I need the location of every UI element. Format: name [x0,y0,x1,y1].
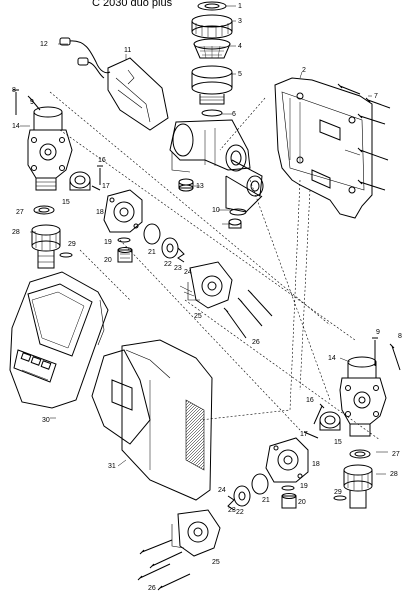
part-number-label: 9 [376,329,380,336]
leader-lines [20,5,388,475]
part-number-label: 27 [16,209,24,216]
part-number-label: 11 [124,47,131,54]
part-27-washer-right [349,449,371,459]
part-8-9-screws-lower [372,337,401,371]
part-14-valve-body-lower [339,356,387,437]
part-number-label: 15 [62,199,70,206]
part-21-diaphragm-lower [251,473,269,495]
part-14-valve-body [27,106,73,191]
part-29-o-ring-left [59,252,73,258]
part-1-screws [337,83,391,191]
part-number-label: 28 [390,471,398,478]
part-number-label: 17 [300,431,308,438]
part-number-label: 14 [12,123,20,130]
part-3-ring [197,1,227,11]
part-19-20-stem [117,237,133,263]
part-number-label: 25 [194,313,202,320]
manifold-body [169,119,264,213]
part-11-cover [107,57,169,131]
part-number-label: 30 [42,417,50,424]
part-number-label: 5 [238,71,242,78]
part-number-label: 4 [238,43,242,50]
part-6-connector [191,65,233,105]
part-number-label: 19 [300,483,308,490]
part-number-label: 27 [392,451,400,458]
part-number-label: 15 [334,439,342,446]
part-13-nut [178,178,194,192]
part-22-washer-lower [233,485,251,507]
part-number-label: 1 [238,3,242,10]
part-number-label: 25 [212,559,220,566]
part-number-label: 3 [238,18,242,25]
part-number-label: 17 [102,183,110,190]
part-27-washer-left [33,205,55,215]
part-number-label: 9 [30,99,34,106]
part-number-label: 8 [12,87,16,94]
part-number-label: 29 [68,241,76,248]
part-labels: 1234567891011121314151617181920212223242… [12,3,402,592]
part-number-label: 31 [108,463,116,470]
part-number-label: 20 [104,257,112,264]
part-number-label: 10 [212,207,220,214]
part-number-label: 22 [236,509,244,516]
part-number-label: 19 [104,239,112,246]
part-12-cables [59,37,111,79]
part-number-label: 26 [148,585,156,592]
part-23-spring-lower [227,495,235,511]
part-10-ring [229,208,247,216]
part-31-cover-housing [91,339,213,501]
part-number-label: 23 [228,507,236,514]
part-number-label: 29 [334,489,342,496]
part-15-valve-cap [69,171,91,191]
part-4-nut [191,14,233,39]
part-number-label: 21 [148,249,156,256]
part-5-filter [193,38,231,59]
part-25-solenoid-upper [179,261,233,309]
part-number-label: 23 [174,265,182,272]
part-number-label: 8 [398,333,402,340]
part-30-control-panel [9,271,109,409]
part-13-nut-right [228,218,242,229]
part-18-valve-lower [265,437,309,483]
part-number-label: 28 [12,229,20,236]
part-number-label: 14 [328,355,336,362]
part-23-spring [177,247,185,263]
part-number-label: 7 [374,93,378,100]
part-number-label: 12 [40,41,48,48]
part-8-9-screws [13,89,41,115]
part-number-label: 13 [196,183,204,190]
part-number-label: 24 [184,269,192,276]
part-22-washer [161,237,179,259]
part-16-17-pins [91,165,103,191]
part-number-label: 2 [302,67,306,74]
part-29-o-ring-right [333,495,347,501]
diagram-title: C 2030 duo plus [92,0,173,9]
part-number-label: 20 [298,499,306,506]
part-7-o-ring [201,109,223,117]
part-28-coupling-right [343,464,373,509]
part-number-label: 16 [98,157,106,164]
part-16-17-pins-lower [303,403,325,439]
part-number-label: 22 [164,261,172,268]
part-number-label: 24 [218,487,226,494]
part-number-label: 26 [252,339,260,346]
part-21-diaphragm [143,223,161,245]
part-26-screws-upper [223,289,273,339]
part-number-label: 21 [262,497,270,504]
part-19-20-stem-lower [281,485,297,509]
part-number-label: 16 [306,397,314,404]
part-2-housing [274,77,373,219]
part-28-coupling-left [31,224,61,269]
part-number-label: 18 [312,461,320,468]
part-15-valve-cap-lower [319,411,341,431]
part-25-solenoid-lower [171,509,221,557]
part-18-valve [103,189,143,233]
part-number-label: 18 [96,209,104,216]
part-number-label: 6 [232,111,236,118]
part-26-screws-lower [137,539,191,591]
